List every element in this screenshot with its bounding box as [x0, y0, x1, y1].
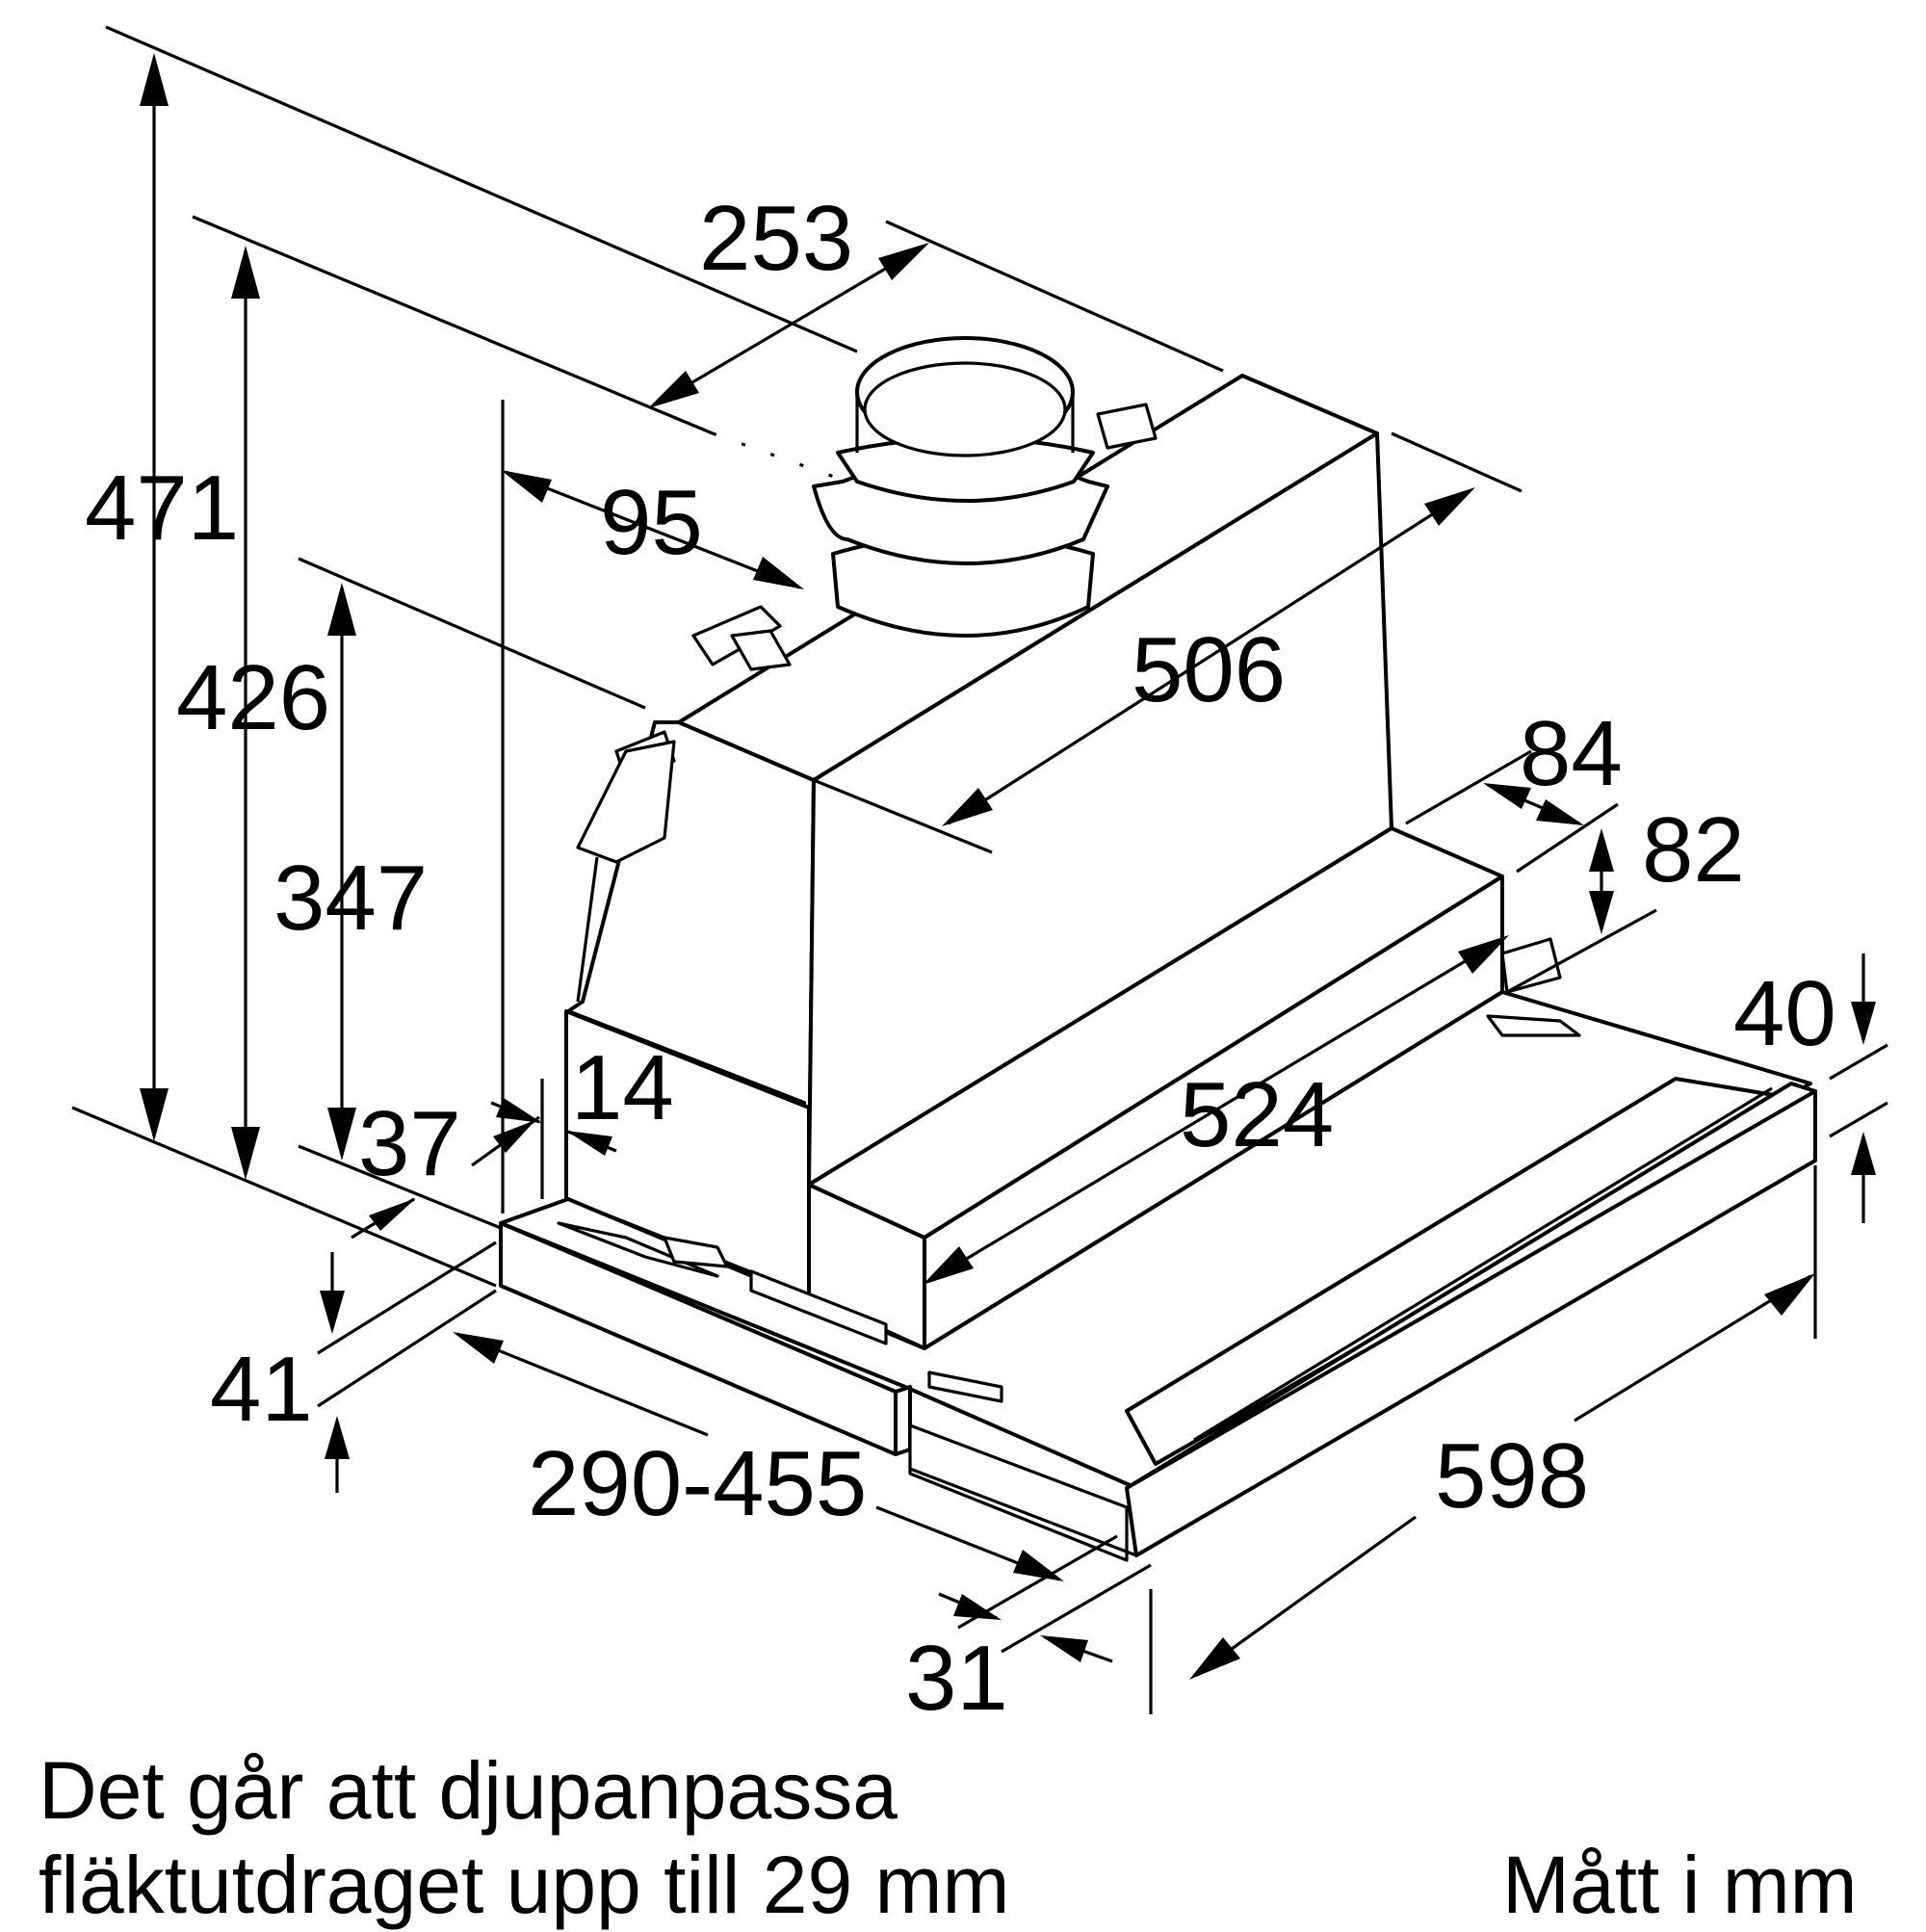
label-82: 82 — [1642, 798, 1745, 901]
slider-block-3 — [749, 1269, 888, 1345]
arrow-506-right — [1424, 487, 1475, 526]
ext-347 — [298, 557, 646, 710]
arrow-471-bottom — [140, 1088, 169, 1141]
arrowheads — [140, 53, 1876, 1680]
inner-rail — [908, 1423, 1129, 1562]
label-471: 471 — [85, 457, 239, 560]
arrow-37 — [493, 1120, 535, 1153]
arrow-95-left — [501, 470, 552, 503]
label-84: 84 — [1520, 702, 1623, 805]
rail-edge — [909, 1467, 1137, 1557]
ext-82 — [1506, 908, 1657, 994]
left-clamp — [576, 403, 1158, 1003]
ext-41-b — [317, 1289, 497, 1408]
dim-253 — [654, 244, 925, 406]
arrow-347-top — [327, 583, 356, 636]
clamp-hook — [576, 740, 676, 864]
arrow-426-bottom — [231, 1127, 260, 1180]
arrow-31-a — [953, 1594, 1002, 1620]
arrow-598-left — [1189, 1637, 1240, 1680]
front-panel — [1125, 1089, 1817, 1557]
arrow-40-bottom — [1851, 1132, 1876, 1175]
note-line-1: Det går att djupanpassa — [39, 1745, 898, 1836]
label-41: 41 — [210, 1338, 313, 1441]
drawer-tray — [499, 990, 1812, 1490]
ext-84-b — [1516, 802, 1619, 874]
arrow-347-bottom — [327, 1108, 356, 1161]
label-14: 14 — [571, 1036, 674, 1139]
label-290-455: 290-455 — [528, 1432, 867, 1535]
slider-block-2 — [663, 1236, 729, 1268]
arrow-95-right — [753, 557, 804, 589]
ext-41-a — [317, 1240, 497, 1355]
dim-506 — [948, 489, 1470, 825]
arrow-82-bottom — [1589, 891, 1614, 934]
right-slider — [1486, 1014, 1581, 1037]
dim-95 — [505, 470, 800, 589]
dimension-labels: 471 426 347 253 95 506 84 82 40 524 14 3… — [85, 187, 1836, 1730]
arrow-471-top — [140, 53, 169, 106]
label-426: 426 — [176, 646, 330, 749]
drawer-inner-edge — [1193, 1086, 1773, 1442]
arrow-41-bottom — [325, 1416, 350, 1459]
ext-40-b — [1829, 1101, 1888, 1138]
ext-426-dash — [712, 431, 848, 483]
arrow-598-right — [1764, 1273, 1815, 1316]
arrow-524-right — [1458, 935, 1509, 974]
arrow-14-b — [566, 1131, 612, 1156]
label-524: 524 — [1180, 1063, 1334, 1166]
arrow-290-455-left — [453, 1332, 504, 1364]
right-bracket — [1500, 937, 1562, 994]
arrow-524-left — [923, 1246, 974, 1285]
ext-506 — [813, 778, 993, 854]
arrow-253-left — [648, 371, 699, 408]
ext-top-right-2 — [1391, 431, 1523, 493]
clamp-clip-2 — [1096, 403, 1158, 450]
label-598: 598 — [1435, 1424, 1589, 1527]
clamp-rod — [576, 856, 599, 1003]
arrow-31-b — [1040, 1635, 1088, 1662]
ext-31-b — [1001, 1563, 1152, 1654]
ext-top-back — [105, 25, 858, 353]
units-label: Mått i mm — [1502, 1840, 1858, 1930]
left-frame-cap — [894, 1385, 912, 1456]
note-line-2: fläktutdraget upp till 29 mm — [39, 1840, 1010, 1930]
duct-collar — [812, 336, 1109, 638]
label-253: 253 — [699, 187, 853, 290]
ext-426 — [192, 215, 714, 435]
label-506: 506 — [1132, 618, 1286, 721]
depth-adjust-note: Det går att djupanpassa fläktutdraget up… — [39, 1743, 1290, 1932]
arrow-253-right — [878, 243, 929, 280]
arrow-82-top — [1589, 828, 1614, 872]
arrow-40-top — [1851, 1002, 1876, 1045]
arrow-84-left — [1483, 783, 1531, 809]
slider-tab — [927, 1371, 1003, 1403]
label-347: 347 — [273, 847, 428, 950]
dim-524 — [928, 937, 1503, 1283]
arrow-14-a — [496, 1098, 542, 1123]
clamp-clip-1 — [730, 629, 792, 671]
ext-40-a — [1829, 1043, 1888, 1081]
ext-bottom-left — [71, 1106, 497, 1288]
label-31: 31 — [905, 1627, 1008, 1730]
label-95: 95 — [600, 471, 703, 574]
arrow-426-top — [231, 246, 260, 299]
ext-84-a — [1405, 749, 1532, 825]
arrow-290-455-right — [1013, 1550, 1064, 1581]
label-37: 37 — [358, 1092, 461, 1195]
ext-bottom-left-2 — [298, 1144, 502, 1230]
arrow-41-top — [320, 1291, 345, 1334]
collar-rim-inner — [863, 361, 1067, 457]
label-40: 40 — [1733, 962, 1836, 1065]
arrow-84-right — [1536, 799, 1584, 825]
slide-out-drawer — [499, 937, 1817, 1562]
arrow-37-lower — [369, 1198, 416, 1231]
arrow-506-left — [942, 788, 993, 826]
ext-top-right — [885, 220, 1224, 373]
